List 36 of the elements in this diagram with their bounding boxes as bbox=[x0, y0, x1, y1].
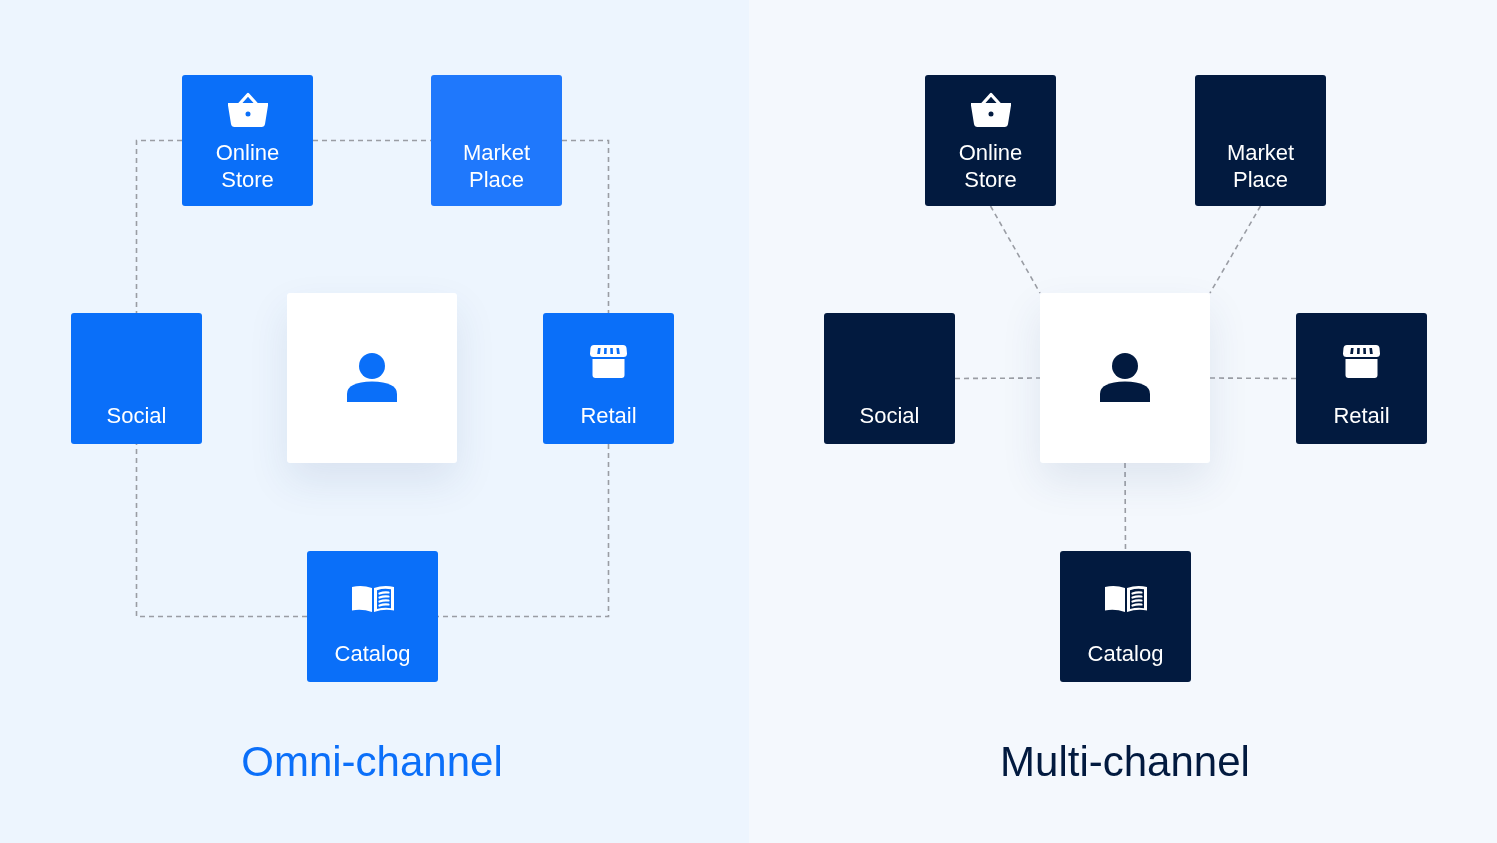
heading: Multi-channel bbox=[1000, 737, 1250, 787]
dashed-connector bbox=[1209, 205, 1262, 294]
dashed-connector bbox=[561, 139, 610, 314]
heading: Omni-channel bbox=[241, 737, 503, 787]
card-label: Market Place bbox=[461, 139, 532, 193]
channel-card bbox=[1195, 75, 1326, 206]
card-label: Social bbox=[105, 401, 168, 429]
channel-card bbox=[543, 313, 674, 444]
channel-card bbox=[307, 551, 438, 682]
channel-card bbox=[925, 75, 1056, 206]
background-panel bbox=[749, 0, 1497, 843]
channel-card bbox=[1060, 551, 1191, 682]
channel-card bbox=[71, 313, 202, 444]
background-panel bbox=[0, 0, 749, 843]
card-label: Market Place bbox=[1225, 139, 1296, 193]
card-label: Retail bbox=[579, 401, 638, 429]
card-label: Social bbox=[858, 401, 921, 429]
dashed-connector bbox=[437, 443, 610, 618]
dashed-connector bbox=[989, 205, 1041, 294]
dashed-connector bbox=[1124, 462, 1127, 552]
channel-card bbox=[182, 75, 313, 206]
user-card bbox=[287, 293, 457, 463]
dashed-connector bbox=[135, 443, 308, 618]
card-label: Online Store bbox=[214, 139, 281, 193]
channel-card bbox=[431, 75, 562, 206]
user-card bbox=[1040, 293, 1210, 463]
dashed-connector bbox=[1209, 377, 1297, 380]
card-label: Online Store bbox=[957, 139, 1024, 193]
dashed-connector bbox=[954, 377, 1041, 380]
card-label: Catalog bbox=[333, 639, 412, 667]
dashed-connector bbox=[312, 139, 432, 142]
channel-card bbox=[1296, 313, 1427, 444]
card-label: Catalog bbox=[1086, 639, 1165, 667]
card-label: Retail bbox=[1332, 401, 1391, 429]
channel-card bbox=[824, 313, 955, 444]
dashed-connector bbox=[135, 139, 183, 314]
